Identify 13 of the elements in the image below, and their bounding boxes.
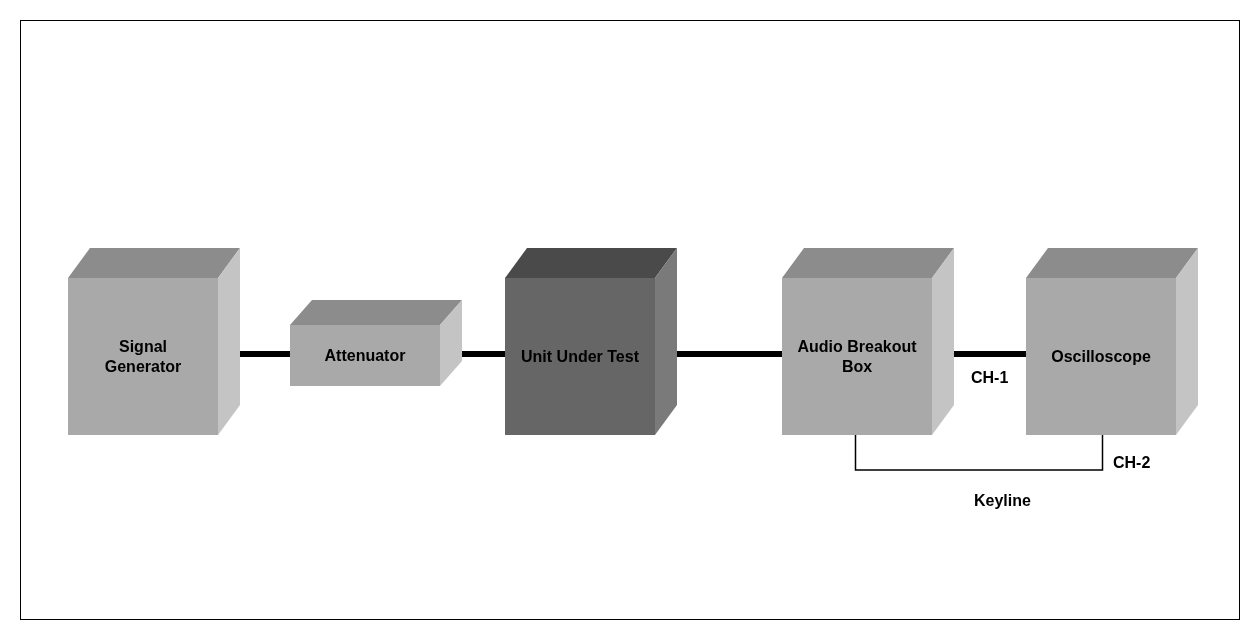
cable-line — [954, 351, 1026, 357]
box-label: Signal Generator — [103, 337, 183, 376]
box-label: Oscilloscope — [1051, 346, 1151, 367]
channel-label: CH-1 — [971, 369, 1009, 387]
box-label: Unit Under Test — [521, 346, 639, 367]
cable-line — [677, 351, 782, 357]
channel-label: CH-2 — [1113, 454, 1151, 472]
connector-line — [854, 434, 1104, 471]
box-label: Attenuator — [324, 345, 406, 366]
cable-line — [462, 351, 505, 357]
cable-line — [240, 351, 290, 357]
signal-label: Keyline — [974, 492, 1031, 510]
box-label: Audio Breakout Box — [796, 337, 918, 376]
